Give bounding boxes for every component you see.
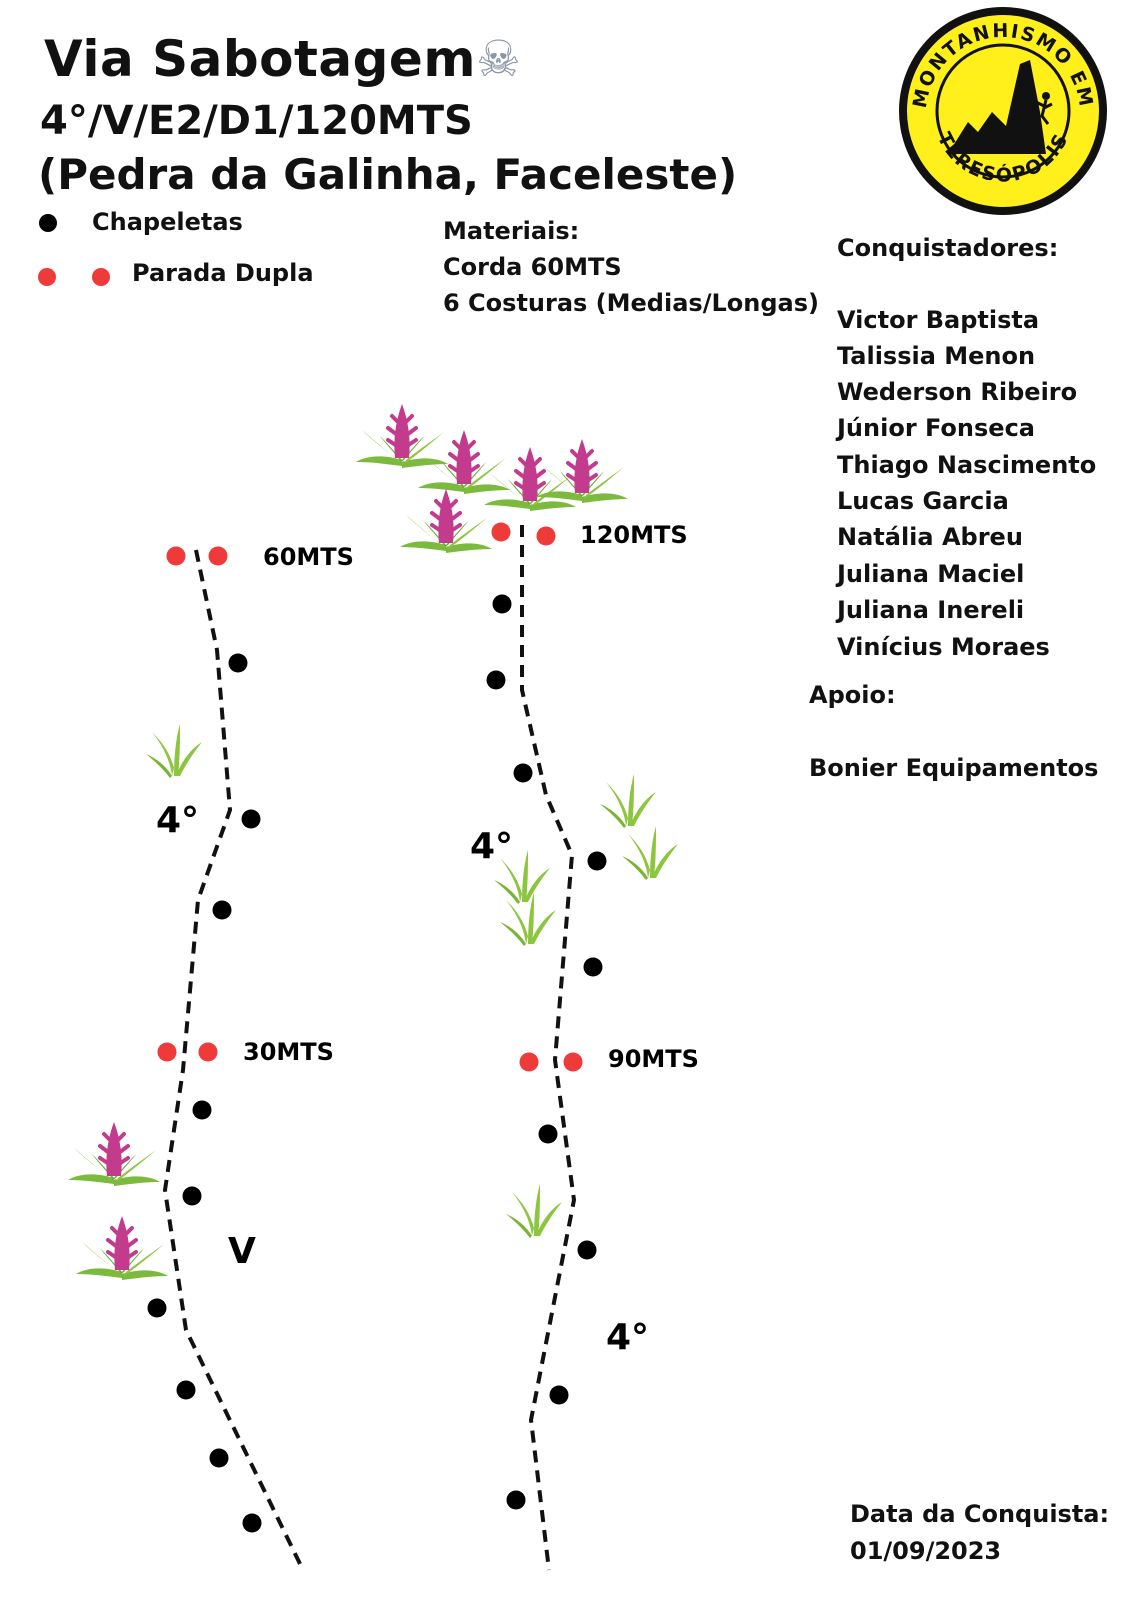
first-ascent-name: Wederson Ribeiro — [837, 378, 1078, 406]
first-ascent-name: Juliana Inereli — [837, 596, 1025, 624]
route-grade: 4°/V/E2/D1/120MTS — [40, 98, 473, 144]
anchor-marker — [198, 1042, 218, 1062]
bolt-group — [147, 594, 607, 1533]
first-ascent-heading: Conquistadores: — [837, 234, 1059, 262]
anchor-marker — [166, 546, 186, 566]
club-logo: MONTANHISMO EM TERESÓPOLIS — [899, 7, 1107, 215]
anchor-marker — [563, 1052, 583, 1072]
bromeliad-icon — [354, 402, 450, 470]
first-ascent-name: Thiago Nascimento — [837, 451, 1097, 479]
bolt-marker — [513, 763, 533, 783]
bromeliad-icon — [398, 487, 494, 555]
first-ascent-name: Vinícius Moraes — [837, 633, 1050, 661]
bolt-marker — [182, 1186, 202, 1206]
first-ascent-name: Júnior Fonseca — [837, 414, 1035, 442]
bolt-marker — [242, 1513, 262, 1533]
anchor-marker — [208, 546, 228, 566]
pitch-mark-60: 60MTS — [263, 543, 354, 571]
date-label: Data da Conquista: — [850, 1500, 1110, 1528]
legend-bolt-label: Chapeletas — [92, 208, 243, 236]
mountain-climber-icon — [948, 60, 1053, 154]
date-value: 01/09/2023 — [850, 1537, 1002, 1565]
bolt-marker — [192, 1100, 212, 1120]
bolt-marker — [492, 594, 512, 614]
pitch-grade-4: 4° — [606, 1317, 649, 1358]
bolt-marker — [577, 1240, 597, 1260]
grass-tuft-icon — [506, 1184, 562, 1238]
route-line-left — [162, 549, 305, 1571]
bromeliad-icon — [534, 437, 630, 505]
first-ascent-name: Juliana Maciel — [837, 560, 1025, 588]
bolt-marker — [228, 653, 248, 673]
bolt-marker — [147, 1298, 167, 1318]
pitch-mark-90: 90MTS — [608, 1045, 699, 1073]
pitch-grade-4: 4° — [470, 826, 513, 867]
bromeliad-icon — [482, 445, 578, 513]
bolt-marker — [506, 1490, 526, 1510]
support-sponsor: Bonier Equipamentos — [809, 754, 1099, 782]
skull-icon: ☠ — [476, 30, 521, 88]
pitch-mark-120: 120MTS — [580, 521, 688, 549]
materials-heading: Materiais: — [443, 217, 580, 245]
bolt-marker — [538, 1124, 558, 1144]
first-ascent-name: Natália Abreu — [837, 523, 1023, 551]
bolt-marker — [587, 851, 607, 871]
first-ascent-name: Lucas Garcia — [837, 487, 1009, 515]
pitch-grade-v: V — [228, 1231, 256, 1272]
bolt-marker — [549, 1385, 569, 1405]
bolt-marker — [486, 670, 506, 690]
legend-anchor-label: Parada Dupla — [132, 259, 314, 287]
route-location: (Pedra da Galinha, Faceleste) — [38, 150, 738, 199]
anchor-marker — [519, 1052, 539, 1072]
materials-item: 6 Costuras (Medias/Longas) — [443, 289, 819, 317]
bromeliad-icon — [74, 1214, 170, 1282]
bolt-marker — [583, 957, 603, 977]
bolt-marker — [241, 809, 261, 829]
bolt-legend-icon — [39, 214, 57, 232]
anchor-marker — [491, 522, 511, 542]
bolt-marker — [209, 1448, 229, 1468]
first-ascent-name: Talissia Menon — [837, 342, 1036, 370]
bromeliad-icon — [66, 1120, 162, 1188]
route-line-right — [520, 525, 577, 1571]
anchor-legend-icon — [38, 268, 110, 286]
anchor-marker — [536, 526, 556, 546]
grass-tuft-icon — [622, 826, 678, 880]
route-title: Via Sabotagem — [44, 30, 476, 88]
pitch-mark-30: 30MTS — [243, 1038, 334, 1066]
anchor-marker — [157, 1042, 177, 1062]
grass-tuft-icon — [600, 774, 656, 828]
grass-tuft-icon — [146, 724, 202, 778]
pitch-grade-4: 4° — [156, 800, 199, 841]
materials-item: Corda 60MTS — [443, 253, 622, 281]
anchor-group — [157, 522, 583, 1072]
bolt-marker — [212, 900, 232, 920]
first-ascent-name: Victor Baptista — [837, 306, 1040, 334]
support-heading: Apoio: — [809, 681, 896, 709]
bolt-marker — [176, 1380, 196, 1400]
